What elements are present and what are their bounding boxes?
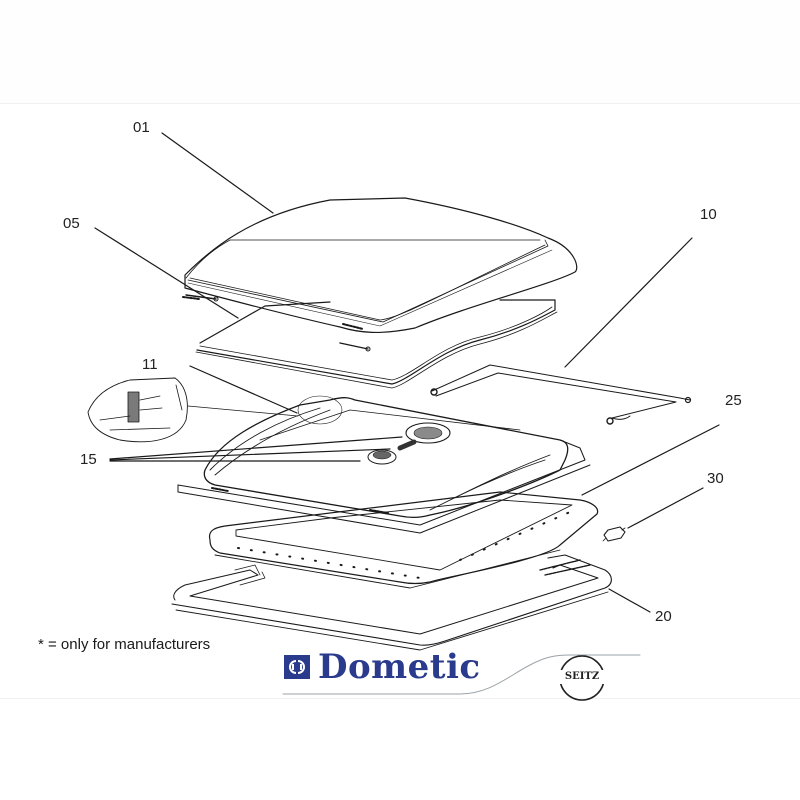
- callout-01: 01: [133, 119, 150, 136]
- callout-10: 10: [700, 206, 717, 223]
- callout-25: 25: [725, 392, 742, 409]
- leader-lines: [94, 132, 720, 613]
- callout-20: 20: [655, 608, 672, 625]
- part-20-trim: [171, 554, 612, 651]
- part-10-arm: [430, 364, 692, 425]
- footnote: * = only for manufacturers: [38, 636, 211, 653]
- dometic-mark-icon: [284, 655, 310, 679]
- callout-05: 05: [63, 215, 80, 232]
- callout-11: 11: [142, 356, 158, 373]
- part-11-detail: [87, 377, 188, 443]
- callout-15: 15: [80, 451, 97, 468]
- seitz-wordmark: SEITZ: [556, 670, 608, 684]
- part-01-dome: [182, 197, 578, 352]
- part-05-gasket: [195, 299, 558, 389]
- part-vent-body: [177, 395, 591, 534]
- part-30-clip: [602, 526, 626, 542]
- dometic-wordmark: Dometic: [318, 647, 481, 687]
- brand-swoosh: [282, 654, 641, 695]
- top-margin: [0, 0, 800, 103]
- seitz-logo: SEITZ: [556, 652, 608, 704]
- bottom-divider: [0, 698, 800, 699]
- callout-30: 30: [707, 470, 724, 487]
- part-25-frame: [208, 491, 599, 589]
- dometic-logo: Dometic: [284, 650, 481, 684]
- top-divider: [0, 103, 800, 104]
